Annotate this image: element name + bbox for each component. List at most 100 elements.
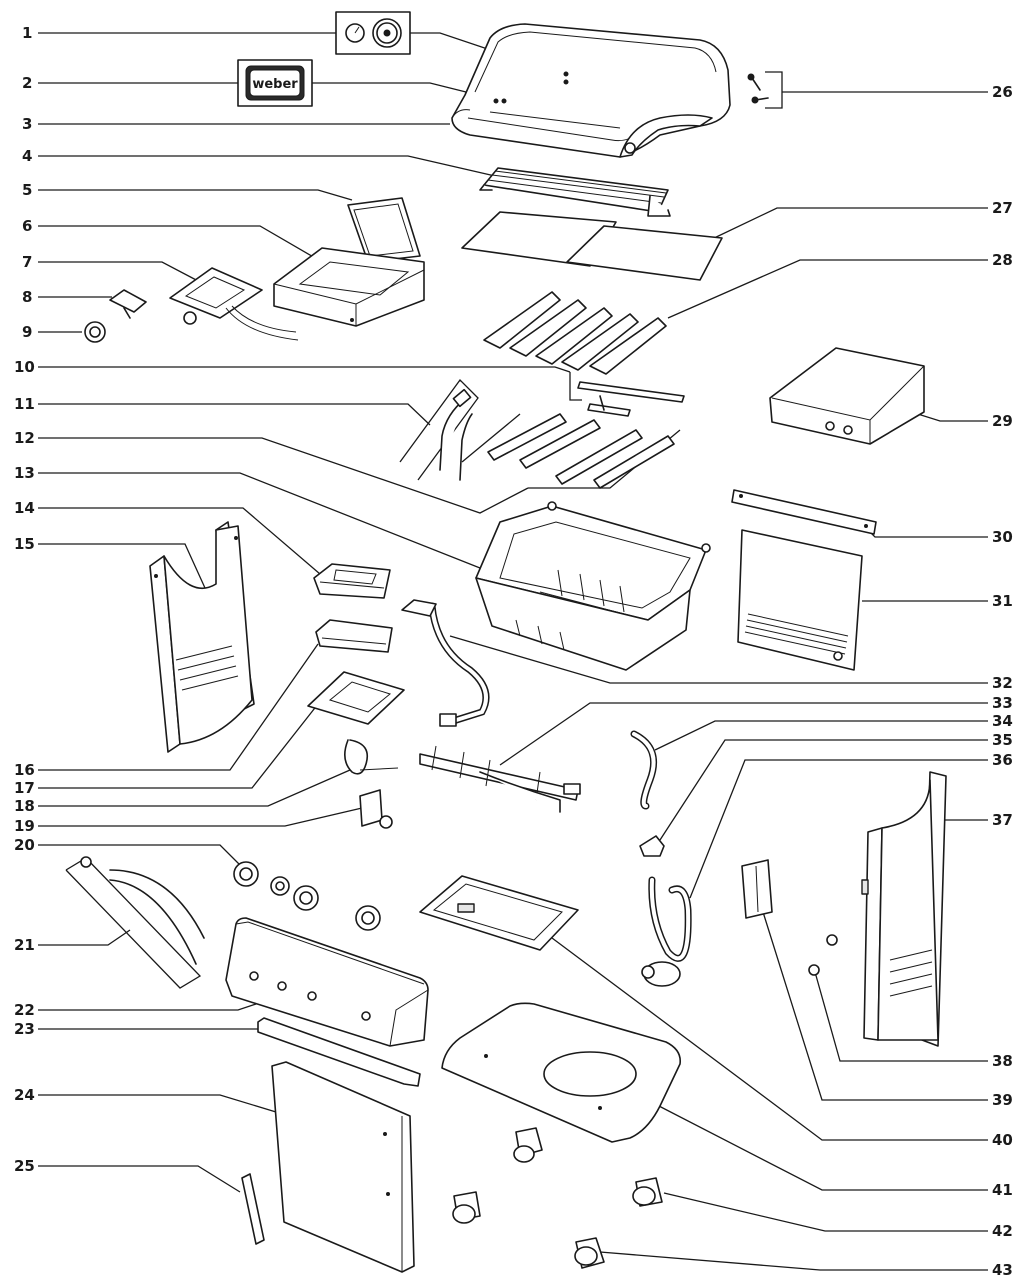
left-frame-part	[149, 521, 255, 753]
igniter-module	[359, 789, 383, 827]
label-33: 33	[992, 694, 1013, 712]
leader-43	[599, 1251, 988, 1271]
leader-18	[38, 769, 351, 807]
logo-text: weber	[252, 77, 298, 92]
leader-41	[656, 1104, 988, 1191]
burner-tube	[487, 413, 567, 461]
leader-15	[38, 543, 206, 589]
bracket-icon	[109, 289, 147, 313]
clip-part	[639, 835, 665, 857]
flavorizer-bars-part	[483, 291, 667, 375]
label-2: 2	[22, 74, 32, 92]
label-18: 18	[14, 797, 35, 815]
tray-and-bracket-part	[307, 619, 405, 725]
side-burner-box	[769, 347, 925, 445]
leader-25	[38, 1165, 241, 1193]
leader-36	[689, 759, 988, 899]
label-4: 4	[22, 147, 32, 165]
label-23: 23	[14, 1020, 35, 1038]
flavorizer-bar	[483, 291, 561, 349]
cooking-grates-part	[461, 211, 723, 281]
warming-rack	[483, 167, 669, 213]
door-part	[271, 1061, 415, 1273]
leader-33	[499, 702, 988, 766]
igniter-wires-part	[399, 379, 479, 481]
catch-tray	[315, 619, 393, 653]
label-14: 14	[14, 499, 35, 517]
label-39: 39	[992, 1091, 1013, 1109]
nut-icon	[826, 934, 838, 946]
label-41: 41	[992, 1181, 1013, 1199]
label-9: 9	[22, 323, 32, 341]
parts-18-19	[344, 739, 399, 829]
label-3: 3	[22, 115, 32, 133]
label-13: 13	[14, 464, 35, 482]
grease-pan	[313, 563, 391, 599]
leader-19	[38, 807, 363, 827]
label-40: 40	[992, 1131, 1013, 1149]
leader-11	[38, 403, 431, 426]
leader-21	[38, 929, 131, 946]
catch-box-part	[273, 197, 425, 327]
leader-42	[663, 1192, 988, 1232]
screw-icon	[751, 77, 761, 91]
right-frame-part	[861, 771, 947, 1047]
panel-rail-part	[257, 1017, 421, 1087]
leader-16	[38, 643, 319, 771]
handle-part	[241, 1173, 265, 1245]
rear-rail	[731, 489, 877, 535]
leader-32	[449, 635, 988, 684]
rear-panel	[737, 529, 863, 671]
label-34: 34	[992, 712, 1013, 730]
regulator-hose-part	[630, 730, 657, 810]
label-19: 19	[14, 817, 35, 835]
leader-2b	[312, 82, 491, 99]
label-16: 16	[14, 761, 35, 779]
label-24: 24	[14, 1086, 35, 1104]
parts-38-39	[741, 859, 838, 976]
knobs-part	[233, 861, 381, 931]
manifold-part	[419, 745, 581, 813]
label-12: 12	[14, 429, 35, 447]
tray-bracket	[307, 671, 405, 725]
label-43: 43	[992, 1261, 1013, 1279]
side-burner-grate-part	[169, 267, 299, 341]
screws-part	[747, 71, 783, 109]
small-parts-8-9	[84, 289, 147, 343]
leader-34	[654, 720, 988, 751]
logo-badge-part: weber	[237, 59, 313, 107]
side-tubes-part	[65, 856, 205, 989]
leader-14	[38, 507, 321, 575]
label-20: 20	[14, 836, 35, 854]
label-29: 29	[992, 412, 1013, 430]
control-panel-part	[225, 917, 429, 1047]
label-31: 31	[992, 592, 1013, 610]
gas-hose-part	[401, 599, 490, 727]
label-27: 27	[992, 199, 1013, 217]
leader-4	[38, 155, 496, 177]
leader-lines	[38, 32, 988, 1271]
hose-clip	[639, 835, 665, 857]
crossover-tube	[577, 381, 685, 403]
bottom-tray-part	[419, 875, 579, 951]
leader-5	[38, 189, 353, 201]
label-42: 42	[992, 1222, 1013, 1240]
leader-20	[38, 844, 246, 871]
label-38: 38	[992, 1052, 1013, 1070]
crossover-tube-part	[569, 372, 685, 417]
label-36: 36	[992, 751, 1013, 769]
leader-28	[667, 259, 988, 319]
label-7: 7	[22, 253, 32, 271]
manifold	[419, 753, 579, 801]
label-35: 35	[992, 731, 1013, 749]
label-10: 10	[14, 358, 35, 376]
caster-icon-2	[452, 1191, 481, 1224]
leader-27	[709, 207, 988, 241]
rear-panel-part	[737, 529, 863, 671]
leader-24	[38, 1094, 277, 1113]
caster-icon	[513, 1127, 543, 1163]
burner-tubes-part	[461, 413, 681, 489]
tank-hole	[543, 1051, 637, 1097]
side-burner-grate	[169, 267, 263, 319]
rear-rail-part	[731, 489, 877, 535]
